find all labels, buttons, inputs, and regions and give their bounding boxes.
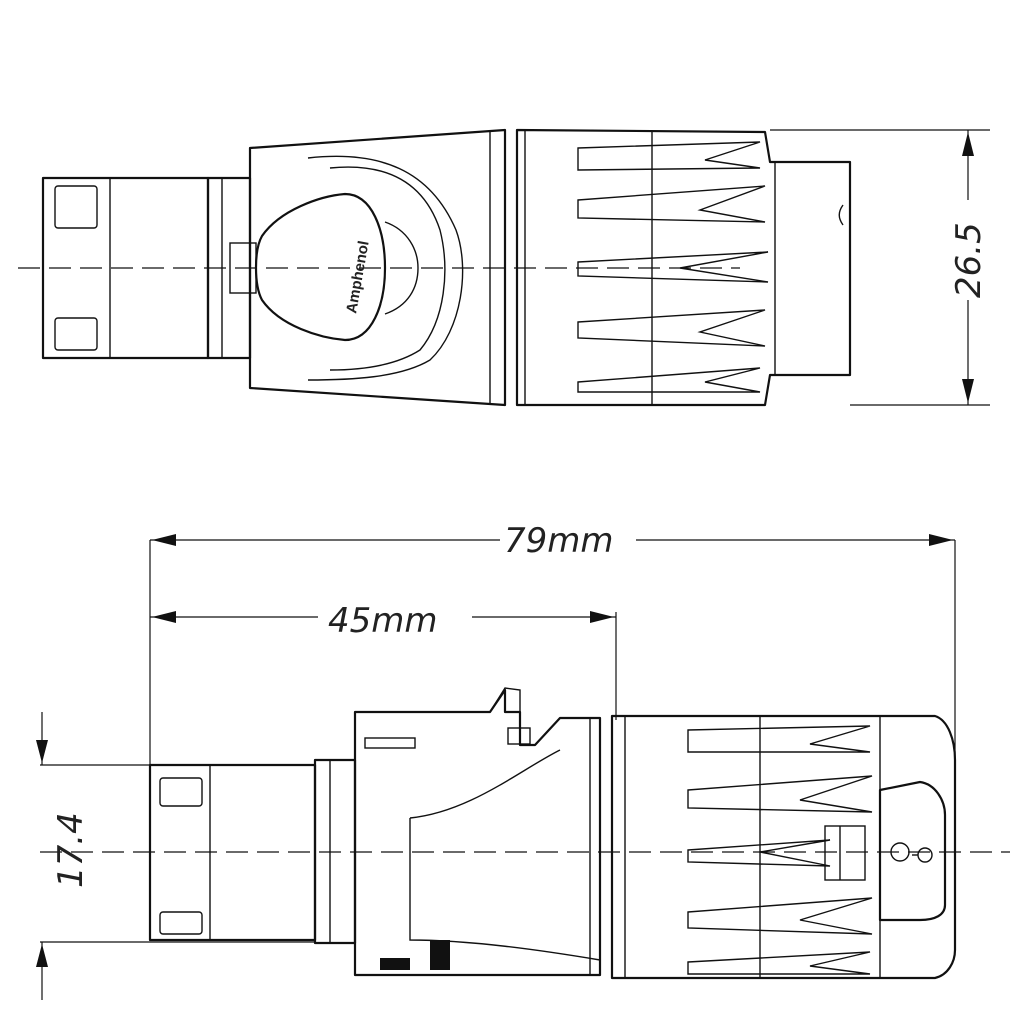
dim-height-side: 17.4 <box>36 712 315 1000</box>
marking-block <box>430 940 450 970</box>
dim-height-top: 26.5 <box>770 129 996 406</box>
side-grip-sleeve <box>610 714 957 980</box>
keyhole-lock-icon <box>890 842 933 863</box>
dim-total-length: 79mm <box>149 521 956 765</box>
dim-label-17-4: 17.4 <box>51 812 91 888</box>
top-grip-sleeve <box>515 128 852 407</box>
side-view: 79mm 45mm <box>36 521 1010 1000</box>
dim-label-45mm: 45mm <box>328 601 438 641</box>
dim-label-26-5: 26.5 <box>949 222 989 298</box>
dim-label-79mm: 79mm <box>504 521 614 561</box>
brand-logo: Amphenol <box>343 240 372 315</box>
marking-block-small <box>380 958 410 970</box>
lock-tab[interactable] <box>878 780 947 922</box>
side-housing <box>353 687 602 977</box>
top-view: Amphenol 26.5 <box>18 128 996 407</box>
dim-front-length: 45mm <box>150 601 617 720</box>
latch-button[interactable] <box>254 192 387 342</box>
